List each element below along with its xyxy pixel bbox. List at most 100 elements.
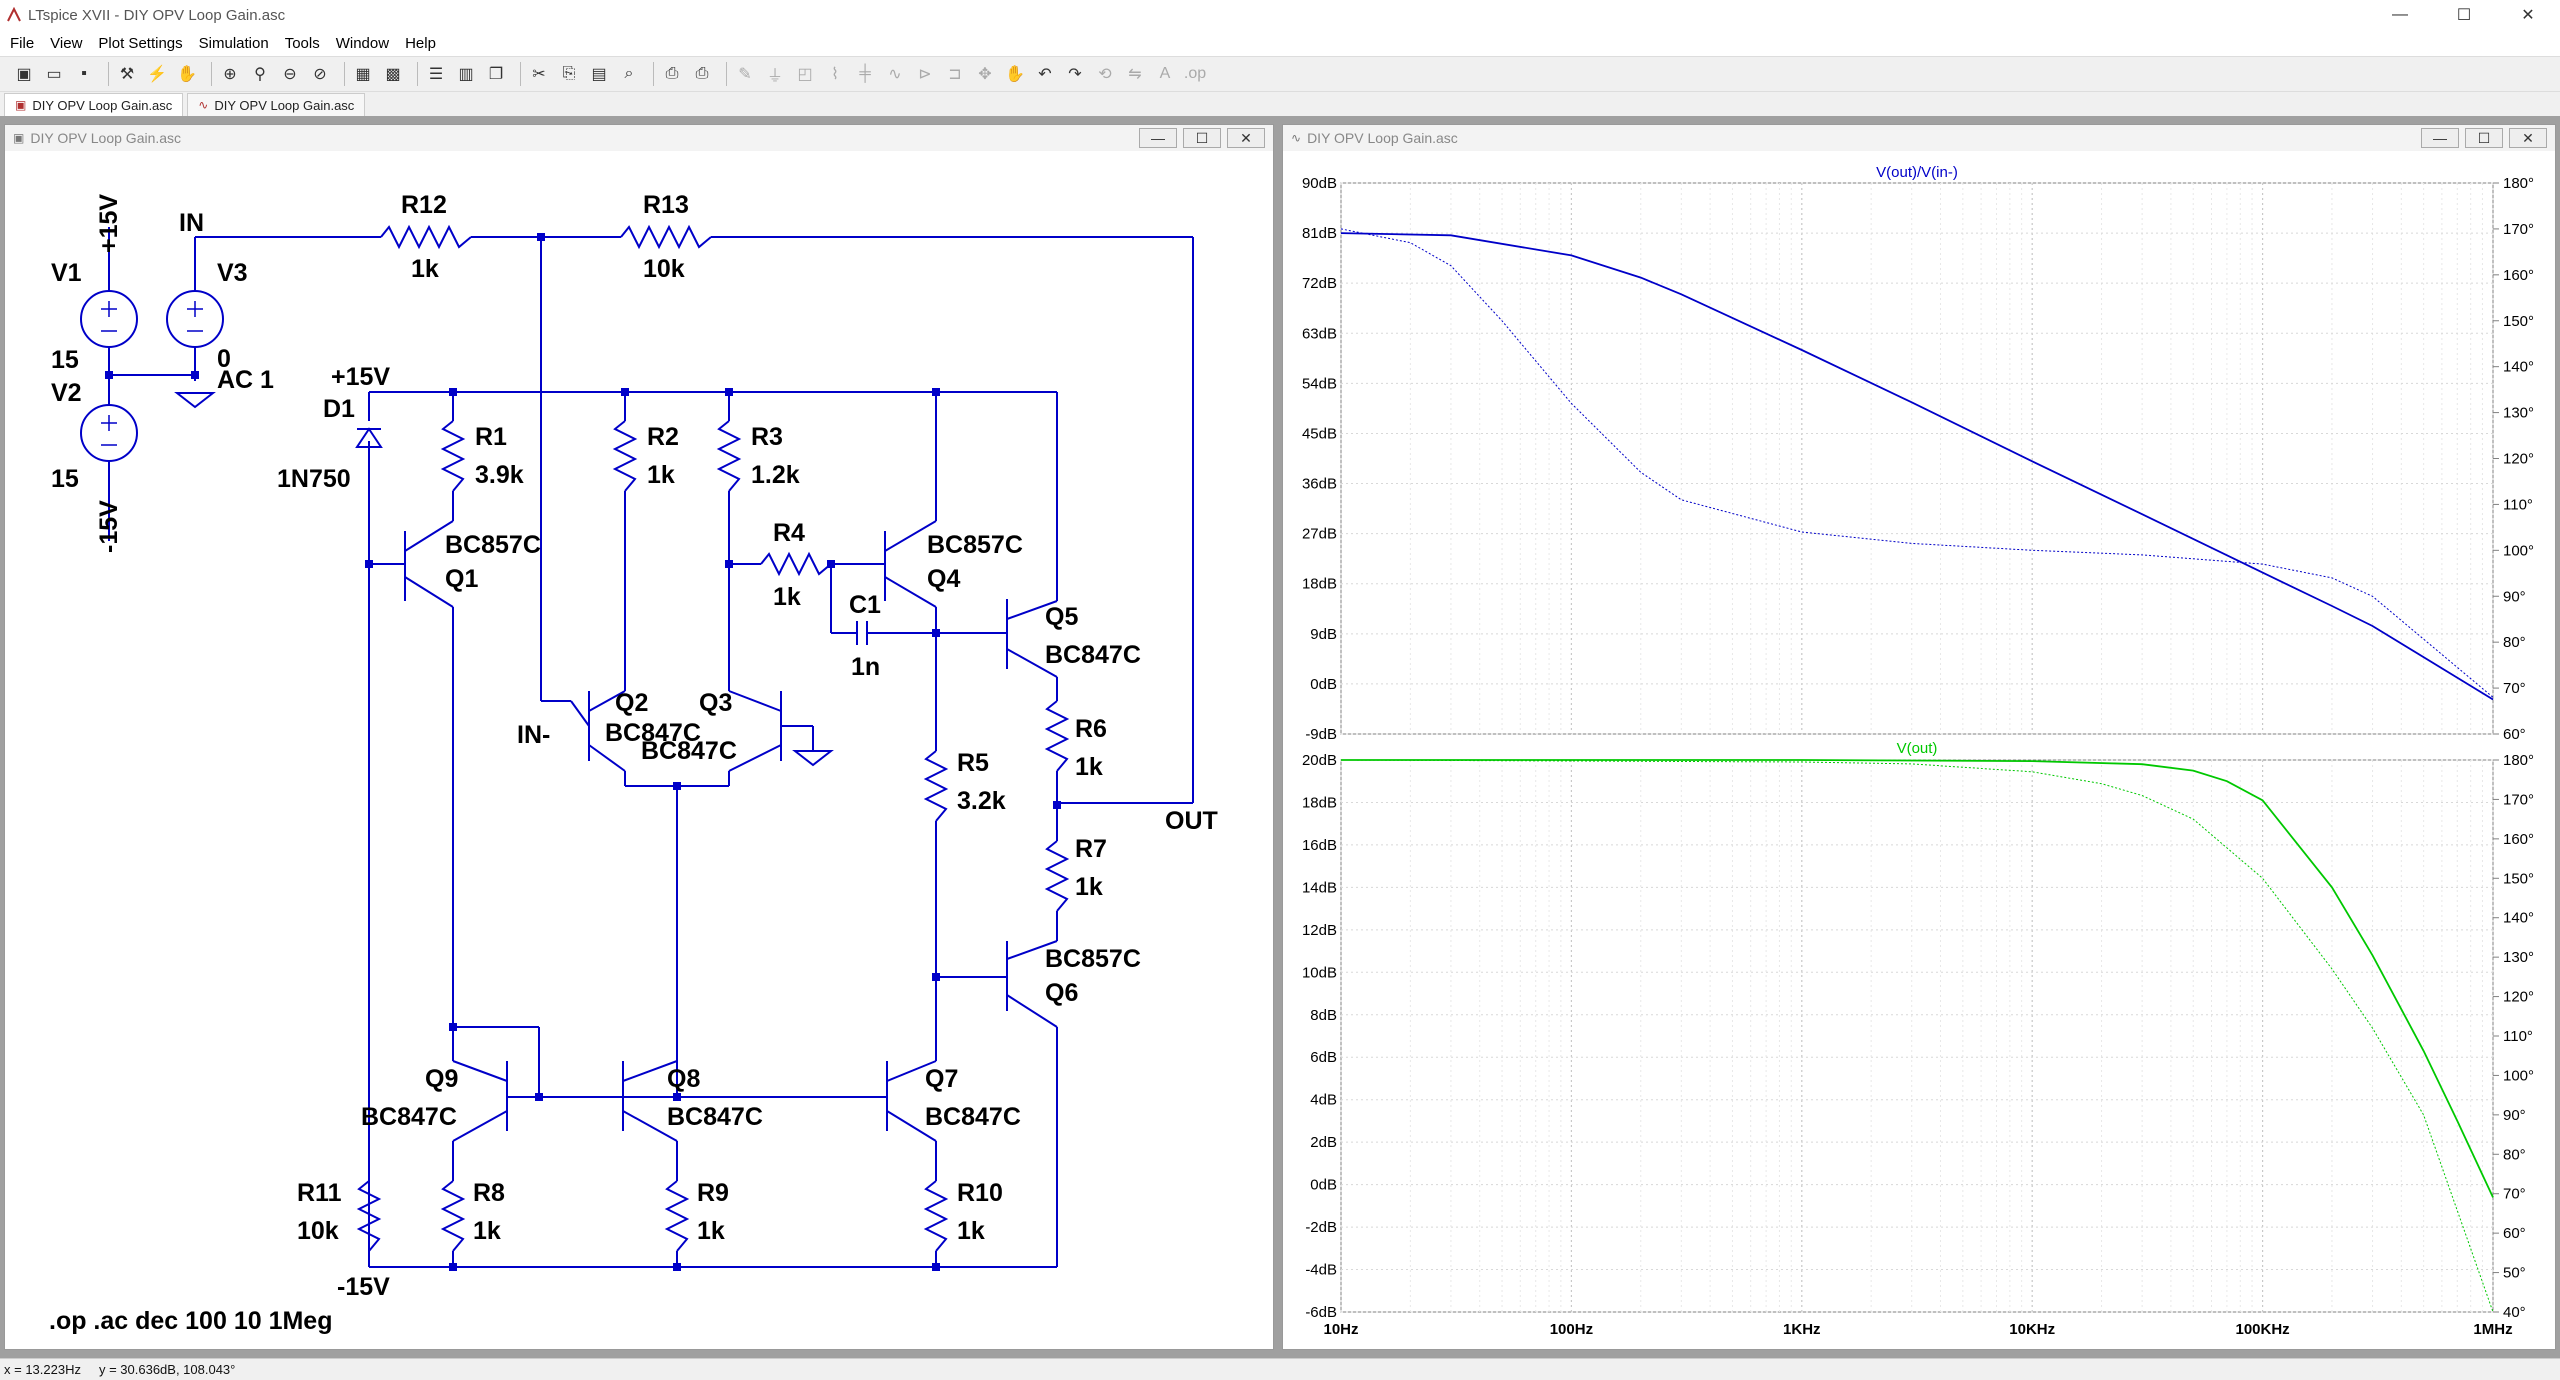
q2-type: BC847C [605, 719, 701, 747]
q7-label: Q7 [925, 1065, 958, 1093]
y2-tick-label: 160° [2503, 831, 2534, 848]
schematic-window-titlebar: ▣ DIY OPV Loop Gain.asc — ☐ ✕ [5, 125, 1273, 151]
resistor-icon[interactable]: ⌇ [831, 66, 839, 83]
y-tick-label: 18dB [1302, 794, 1337, 811]
schematic-minimize-button[interactable]: — [1139, 128, 1177, 148]
v1-label: V1 [51, 259, 82, 287]
y-tick-label: 8dB [1310, 1007, 1337, 1024]
schematic-canvas[interactable]: V1 15 V2 15 V3 0 AC 1 +15V -15V IN +15V … [5, 151, 1273, 1349]
drag-icon[interactable]: ✋ [1005, 66, 1025, 83]
document-tabs: ▣ DIY OPV Loop Gain.asc ∿ DIY OPV Loop G… [0, 92, 2560, 116]
menu-view[interactable]: View [50, 34, 83, 52]
schematic-window-title: DIY OPV Loop Gain.asc [30, 130, 182, 146]
zoom-extents-icon[interactable]: ▩ [385, 66, 401, 83]
wire-icon[interactable]: ✎ [738, 66, 752, 83]
text-icon[interactable]: A [1159, 65, 1171, 82]
menu-simulation[interactable]: Simulation [198, 34, 269, 52]
plot-title: V(out) [1897, 740, 1938, 757]
spice-directive-icon[interactable]: .op [1183, 65, 1207, 82]
diode-icon[interactable]: ⊳ [918, 66, 932, 83]
waveform-icon: ∿ [198, 98, 209, 112]
undo-icon[interactable]: ↶ [1038, 66, 1052, 83]
menu-help[interactable]: Help [405, 34, 436, 52]
save-icon[interactable]: ▪ [81, 65, 87, 82]
find-icon[interactable]: ⌕ [624, 65, 634, 82]
r8-label: R8 [473, 1179, 505, 1207]
inductor-icon[interactable]: ∿ [888, 66, 902, 83]
x-tick-label: 100KHz [2235, 1321, 2289, 1338]
menu-window[interactable]: Window [335, 34, 390, 52]
y-tick-label: 12dB [1302, 922, 1337, 939]
q9-label: Q9 [425, 1065, 458, 1093]
magnitude-trace [1340, 232, 2494, 701]
menu-file[interactable]: File [10, 34, 35, 52]
menu-plot-settings[interactable]: Plot Settings [98, 34, 183, 52]
r10-label: R10 [957, 1179, 1003, 1207]
y-tick-label: 63dB [1302, 325, 1337, 342]
print-icon[interactable]: ⎙ [695, 65, 709, 82]
v2-label: V2 [51, 379, 82, 407]
waveform-close-button[interactable]: ✕ [2509, 128, 2547, 148]
spice-directive[interactable]: .op .ac dec 100 10 1Meg [49, 1307, 332, 1335]
q5-label: Q5 [1045, 603, 1078, 631]
title-bar: LTspice XVII - DIY OPV Loop Gain.asc — ☐… [0, 0, 2560, 30]
tile-vertical-icon[interactable]: ▥ [458, 66, 474, 83]
autorange-icon[interactable]: ▦ [355, 66, 371, 83]
zoom-in-icon[interactable]: ⊕ [223, 66, 237, 83]
label-net-icon[interactable]: ◰ [797, 66, 813, 83]
maximize-button[interactable]: ☐ [2456, 7, 2472, 24]
y-tick-label: -4dB [1305, 1262, 1337, 1279]
waveform-icon: ∿ [1291, 131, 1302, 145]
open-folder-icon[interactable]: ▭ [46, 66, 62, 83]
schematic-close-button[interactable]: ✕ [1227, 128, 1265, 148]
menu-tools[interactable]: Tools [284, 34, 320, 52]
component-icon[interactable]: ⊐ [948, 66, 962, 83]
zoom-out-icon[interactable]: ⊖ [283, 66, 297, 83]
waveform-minimize-button[interactable]: — [2421, 128, 2459, 148]
zoom-fit-icon[interactable]: ⊘ [313, 66, 327, 83]
mirror-icon[interactable]: ⇋ [1128, 66, 1142, 83]
plot-title: V(out)/V(in-) [1876, 164, 1958, 181]
r4-value: 1k [773, 583, 801, 611]
r8-value: 1k [473, 1217, 501, 1245]
y-tick-label: 90dB [1302, 175, 1337, 192]
redo-icon[interactable]: ↷ [1068, 66, 1082, 83]
pan-icon[interactable]: ⚲ [254, 66, 266, 83]
q1-label: Q1 [445, 565, 478, 593]
tile-horizontal-icon[interactable]: ☰ [428, 66, 444, 83]
y2-tick-label: 80° [2503, 1146, 2526, 1163]
y-tick-label: -6dB [1305, 1304, 1337, 1321]
y2-tick-label: 110° [2503, 496, 2533, 513]
r2-label: R2 [647, 423, 679, 451]
new-schematic-icon[interactable]: ▣ [16, 66, 32, 83]
capacitor-icon[interactable]: ╪ [859, 65, 871, 82]
close-button[interactable]: ✕ [2521, 7, 2535, 24]
tab-schematic[interactable]: ▣ DIY OPV Loop Gain.asc [4, 93, 184, 116]
paste-icon[interactable]: ▤ [591, 66, 607, 83]
schematic-maximize-button[interactable]: ☐ [1183, 128, 1221, 148]
copy-icon[interactable]: ⎘ [562, 65, 576, 82]
y-tick-label: 0dB [1310, 676, 1337, 693]
tab-waveform[interactable]: ∿ DIY OPV Loop Gain.asc [187, 93, 366, 116]
r3-value: 1.2k [751, 461, 800, 489]
q3-label: Q3 [699, 689, 732, 717]
print-preview-icon[interactable]: ⎙ [665, 65, 679, 82]
toolbar-separator [108, 62, 109, 86]
minimize-button[interactable]: — [2392, 6, 2408, 23]
ground-icon[interactable]: ⏚ [766, 68, 783, 85]
y-tick-label: 0dB [1310, 1177, 1337, 1194]
y2-tick-label: 180° [2503, 175, 2534, 192]
waveform-canvas[interactable]: 90dB81dB72dB63dB54dB45dB36dB27dB18dB9dB0… [1283, 151, 2555, 1349]
y2-tick-label: 130° [2503, 405, 2534, 422]
move-icon[interactable]: ✥ [978, 66, 992, 83]
phase-trace [1340, 228, 2494, 698]
halt-icon[interactable]: ✋ [177, 66, 197, 83]
y-tick-label: 36dB [1302, 476, 1337, 493]
cascade-icon[interactable]: ❐ [488, 66, 504, 83]
cut-icon[interactable]: ✂ [532, 66, 546, 83]
y-tick-label: 81dB [1302, 225, 1337, 242]
control-panel-icon[interactable]: ⚒ [119, 66, 135, 83]
waveform-maximize-button[interactable]: ☐ [2465, 128, 2503, 148]
rotate-icon[interactable]: ⟲ [1098, 66, 1112, 83]
run-icon[interactable]: ⚡ [147, 66, 167, 83]
